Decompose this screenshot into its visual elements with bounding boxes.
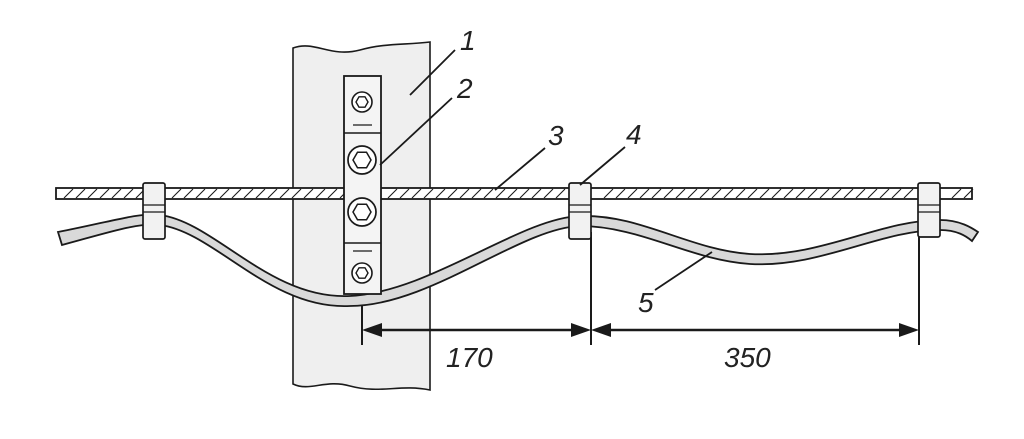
wire-hatch-stroke <box>519 188 530 199</box>
wire-hatch-stroke <box>675 188 686 199</box>
bolt-large-lower <box>347 197 377 227</box>
wire-hatch-stroke <box>723 188 734 199</box>
wire-hatch-stroke <box>171 188 182 199</box>
wire-hatch-stroke <box>63 188 74 199</box>
leader-3 <box>494 147 546 191</box>
wire-hatch-stroke <box>879 188 890 199</box>
wire-hatch-stroke <box>243 188 254 199</box>
leader-4 <box>579 146 626 186</box>
clip-middle <box>568 182 592 240</box>
wire-hatch-stroke <box>783 188 794 199</box>
wire-hatch-stroke <box>495 188 506 199</box>
wire-hatch-stroke <box>435 188 446 199</box>
hanging-cable <box>56 213 980 307</box>
wire-hatch-stroke <box>531 188 542 199</box>
arrow-350-left <box>591 323 611 337</box>
arrow-350-right <box>899 323 919 337</box>
leader-5 <box>654 251 713 291</box>
wire-hatch-stroke <box>891 188 902 199</box>
wire-hatch-stroke <box>663 188 674 199</box>
wire-hatch-stroke <box>951 188 962 199</box>
wire-hatch-stroke <box>483 188 494 199</box>
wire-hatch-stroke <box>279 188 290 199</box>
wire-hatch-stroke <box>423 188 434 199</box>
bolt-small-bottom <box>351 262 373 284</box>
dimension-350: 350 <box>724 342 771 373</box>
callout-2: 2 <box>456 73 473 104</box>
wire-hatch-stroke <box>183 188 194 199</box>
wire-hatch-stroke <box>387 188 398 199</box>
wire-hatch-stroke <box>639 188 650 199</box>
wire-hatch-stroke <box>855 188 866 199</box>
wire-hatch-stroke <box>771 188 782 199</box>
callout-3: 3 <box>548 120 564 151</box>
wire-hatch-stroke <box>315 188 326 199</box>
wire-hatch-stroke <box>327 188 338 199</box>
wire-hatch-stroke <box>555 188 566 199</box>
wire-hatch-stroke <box>399 188 410 199</box>
wire-hatch-stroke <box>699 188 710 199</box>
wire-hatch-stroke <box>867 188 878 199</box>
wire-hatch-stroke <box>231 188 242 199</box>
dimension-extension-lines <box>361 230 920 345</box>
wire-hatch-stroke <box>735 188 746 199</box>
arrow-170-left <box>362 323 382 337</box>
wire-hatch-stroke <box>111 188 122 199</box>
wire-hatch-stroke <box>75 188 86 199</box>
wire-hatch-stroke <box>747 188 758 199</box>
wire-hatch-stroke <box>759 188 770 199</box>
wire-hatch-stroke <box>267 188 278 199</box>
wire-hatch-stroke <box>831 188 842 199</box>
wire-hatch-stroke <box>219 188 230 199</box>
wire-hatch-stroke <box>87 188 98 199</box>
bolt-large-upper <box>347 145 377 175</box>
wire-hatch-stroke <box>195 188 206 199</box>
wire-hatch-stroke <box>963 188 974 199</box>
clip-left <box>142 182 166 240</box>
wire-hatch-stroke <box>711 188 722 199</box>
wire-hatch-stroke <box>411 188 422 199</box>
wire-hatch-stroke <box>843 188 854 199</box>
wire-hatch-stroke <box>687 188 698 199</box>
messenger-wire <box>55 187 974 200</box>
wire-hatch-stroke <box>471 188 482 199</box>
wire-hatch-stroke <box>459 188 470 199</box>
mounting-plate <box>343 75 382 295</box>
leader-2 <box>379 97 453 166</box>
wire-hatch-stroke <box>819 188 830 199</box>
wire-hatch-stroke <box>207 188 218 199</box>
wire-hatch-stroke <box>123 188 134 199</box>
wire-hatch-stroke <box>615 188 626 199</box>
leader-lines <box>379 49 713 291</box>
callout-1: 1 <box>460 25 476 56</box>
wire-hatch-stroke <box>303 188 314 199</box>
wire-hatch-stroke <box>651 188 662 199</box>
wire-hatch-stroke <box>627 188 638 199</box>
bolt-small-top <box>351 91 373 113</box>
arrow-170-right <box>571 323 591 337</box>
callout-4: 4 <box>626 119 642 150</box>
dimension-lines <box>362 323 919 337</box>
wire-hatch-stroke <box>99 188 110 199</box>
wire-hatch-stroke <box>291 188 302 199</box>
callout-5: 5 <box>638 287 654 318</box>
leader-1 <box>409 49 456 96</box>
wire-hatch-stroke <box>795 188 806 199</box>
wire-hatch-stroke <box>447 188 458 199</box>
wire-hatch-stroke <box>807 188 818 199</box>
wire-hatch-stroke <box>255 188 266 199</box>
wire-hatch-stroke <box>603 188 614 199</box>
wire-hatch-stroke <box>543 188 554 199</box>
clip-right <box>917 182 941 238</box>
wire-hatch-stroke <box>507 188 518 199</box>
dimension-170: 170 <box>446 342 493 373</box>
wire-hatch-stroke <box>903 188 914 199</box>
